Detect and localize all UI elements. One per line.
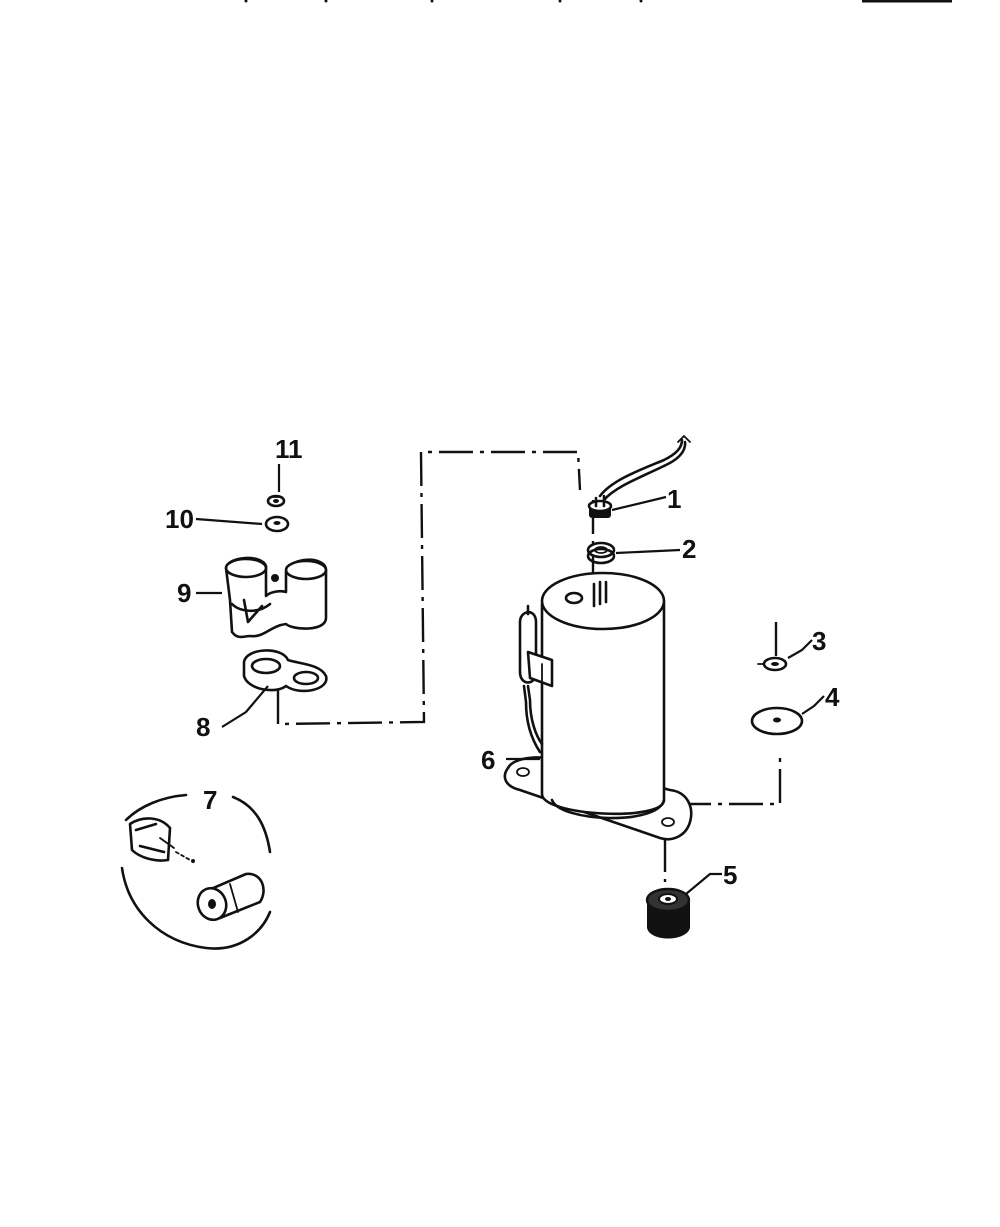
part-6-compressor [503, 571, 693, 841]
callout-1: 1 [667, 484, 681, 514]
part-2-grommet [586, 541, 616, 565]
part-11-nut [266, 494, 286, 508]
leader-lines [195, 464, 825, 895]
part-7-detail-view [120, 793, 272, 950]
callout-9: 9 [177, 578, 191, 608]
callout-labels: 1 2 3 4 5 6 7 8 9 10 11 [165, 434, 840, 890]
callout-4: 4 [825, 682, 840, 712]
top-edge-fragment [244, 0, 952, 3]
callout-5: 5 [723, 860, 737, 890]
part-9-terminal-cover [224, 556, 328, 639]
callout-7: 7 [203, 785, 217, 815]
part-8-gasket [242, 649, 328, 693]
part-4-washer [750, 706, 804, 736]
callout-11: 11 [275, 434, 303, 464]
part-3-nut [757, 656, 788, 672]
part-5-rubber-grommet [645, 887, 691, 939]
part-1-overload-protector [587, 435, 691, 518]
part-10-washer [264, 515, 290, 533]
callout-2: 2 [682, 534, 696, 564]
callout-10: 10 [165, 504, 194, 534]
callout-8: 8 [196, 712, 210, 742]
callout-6: 6 [481, 745, 495, 775]
callout-3: 3 [812, 626, 826, 656]
